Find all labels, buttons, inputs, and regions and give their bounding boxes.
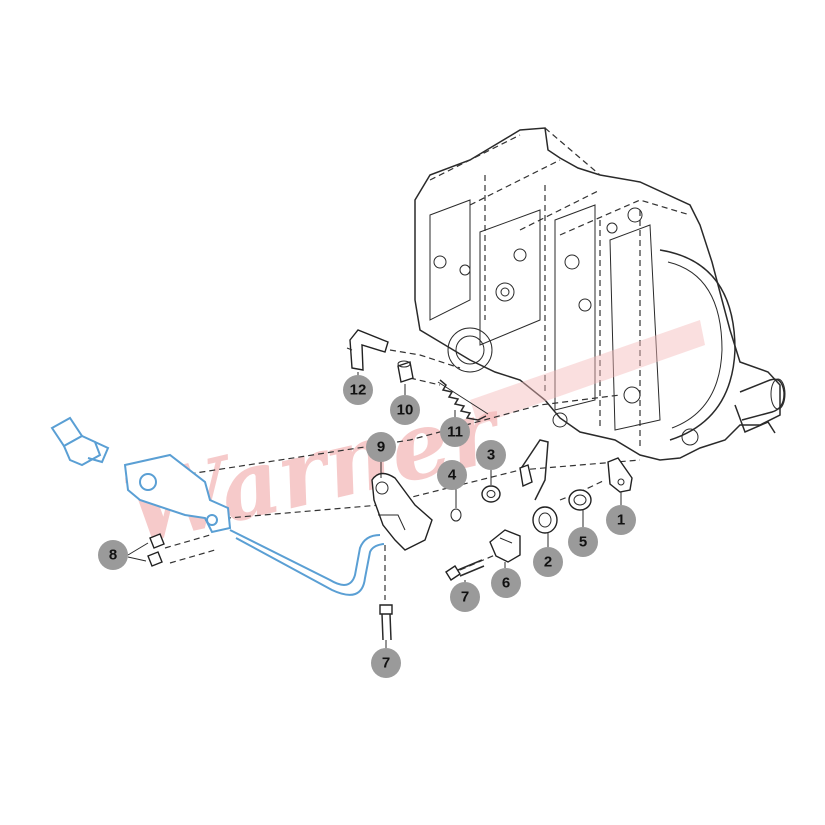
callout-label: 7 [461, 589, 469, 606]
callout-label: 6 [502, 575, 510, 592]
callout-label: 8 [109, 547, 117, 564]
part-lever [371, 472, 433, 551]
part-bolt-pair [147, 533, 165, 567]
callout-6: 6 [491, 562, 521, 598]
callout-label: 11 [447, 424, 463, 441]
watermark-banner [470, 320, 705, 425]
part-bracket [346, 329, 389, 371]
part-spring [437, 379, 489, 421]
callout-3: 3 [476, 440, 506, 485]
part-bolt-vertical [379, 604, 393, 641]
part-collar [397, 360, 414, 383]
callout-label: 12 [350, 382, 367, 399]
callouts: 12 10 11 9 4 3 1 [98, 372, 636, 678]
callout-label: 1 [617, 512, 625, 529]
callout-11: 11 [440, 410, 470, 447]
transmission-housing [414, 127, 786, 461]
callout-5: 5 [568, 510, 598, 557]
part-plate [607, 457, 633, 493]
callout-12: 12 [343, 372, 373, 405]
callout-1: 1 [606, 492, 636, 535]
part-bushing [568, 489, 592, 511]
callout-label: 4 [448, 467, 457, 484]
callout-label: 5 [579, 534, 587, 551]
part-o-ring [450, 508, 462, 522]
callout-9: 9 [366, 432, 396, 478]
callout-7-front: 7 [450, 580, 480, 612]
callout-8: 8 [98, 540, 149, 570]
callout-10: 10 [390, 384, 420, 425]
callout-4: 4 [437, 460, 467, 508]
highlighted-sensor-assembly [50, 416, 385, 596]
callout-7-vertical: 7 [371, 640, 401, 678]
callout-2: 2 [533, 533, 563, 577]
callout-label: 10 [397, 402, 414, 419]
part-link-arm [519, 439, 558, 534]
part-bolt-front [445, 559, 485, 581]
part-cam [489, 529, 521, 563]
callout-label: 2 [544, 554, 552, 571]
callout-label: 9 [377, 439, 385, 456]
callout-label: 3 [487, 447, 495, 464]
callout-label: 7 [382, 655, 390, 672]
part-seal [481, 485, 501, 503]
